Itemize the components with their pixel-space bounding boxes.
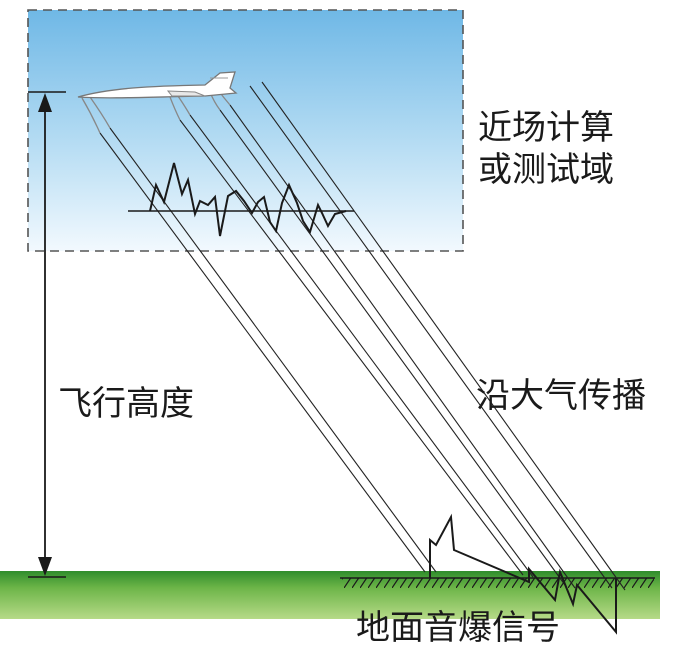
ground-hatch-icon	[340, 577, 655, 588]
near-field-waveform	[128, 162, 354, 237]
ground-boom-waveform	[429, 513, 617, 635]
near-field-boundary	[27, 9, 464, 252]
ground-boom-signal-label: 地面音爆信号	[356, 608, 560, 648]
propagation-rays	[99, 81, 626, 591]
sky-region	[28, 10, 463, 251]
near-field-label-line2: 或测试域	[478, 150, 614, 190]
near-field-label-line1: 近场计算	[478, 108, 614, 148]
aircraft-icon	[77, 71, 238, 99]
flight-altitude-label: 飞行高度	[58, 384, 194, 424]
atmospheric-propagation-label: 沿大气传播	[476, 376, 646, 416]
altitude-arrow-icon	[28, 91, 66, 578]
